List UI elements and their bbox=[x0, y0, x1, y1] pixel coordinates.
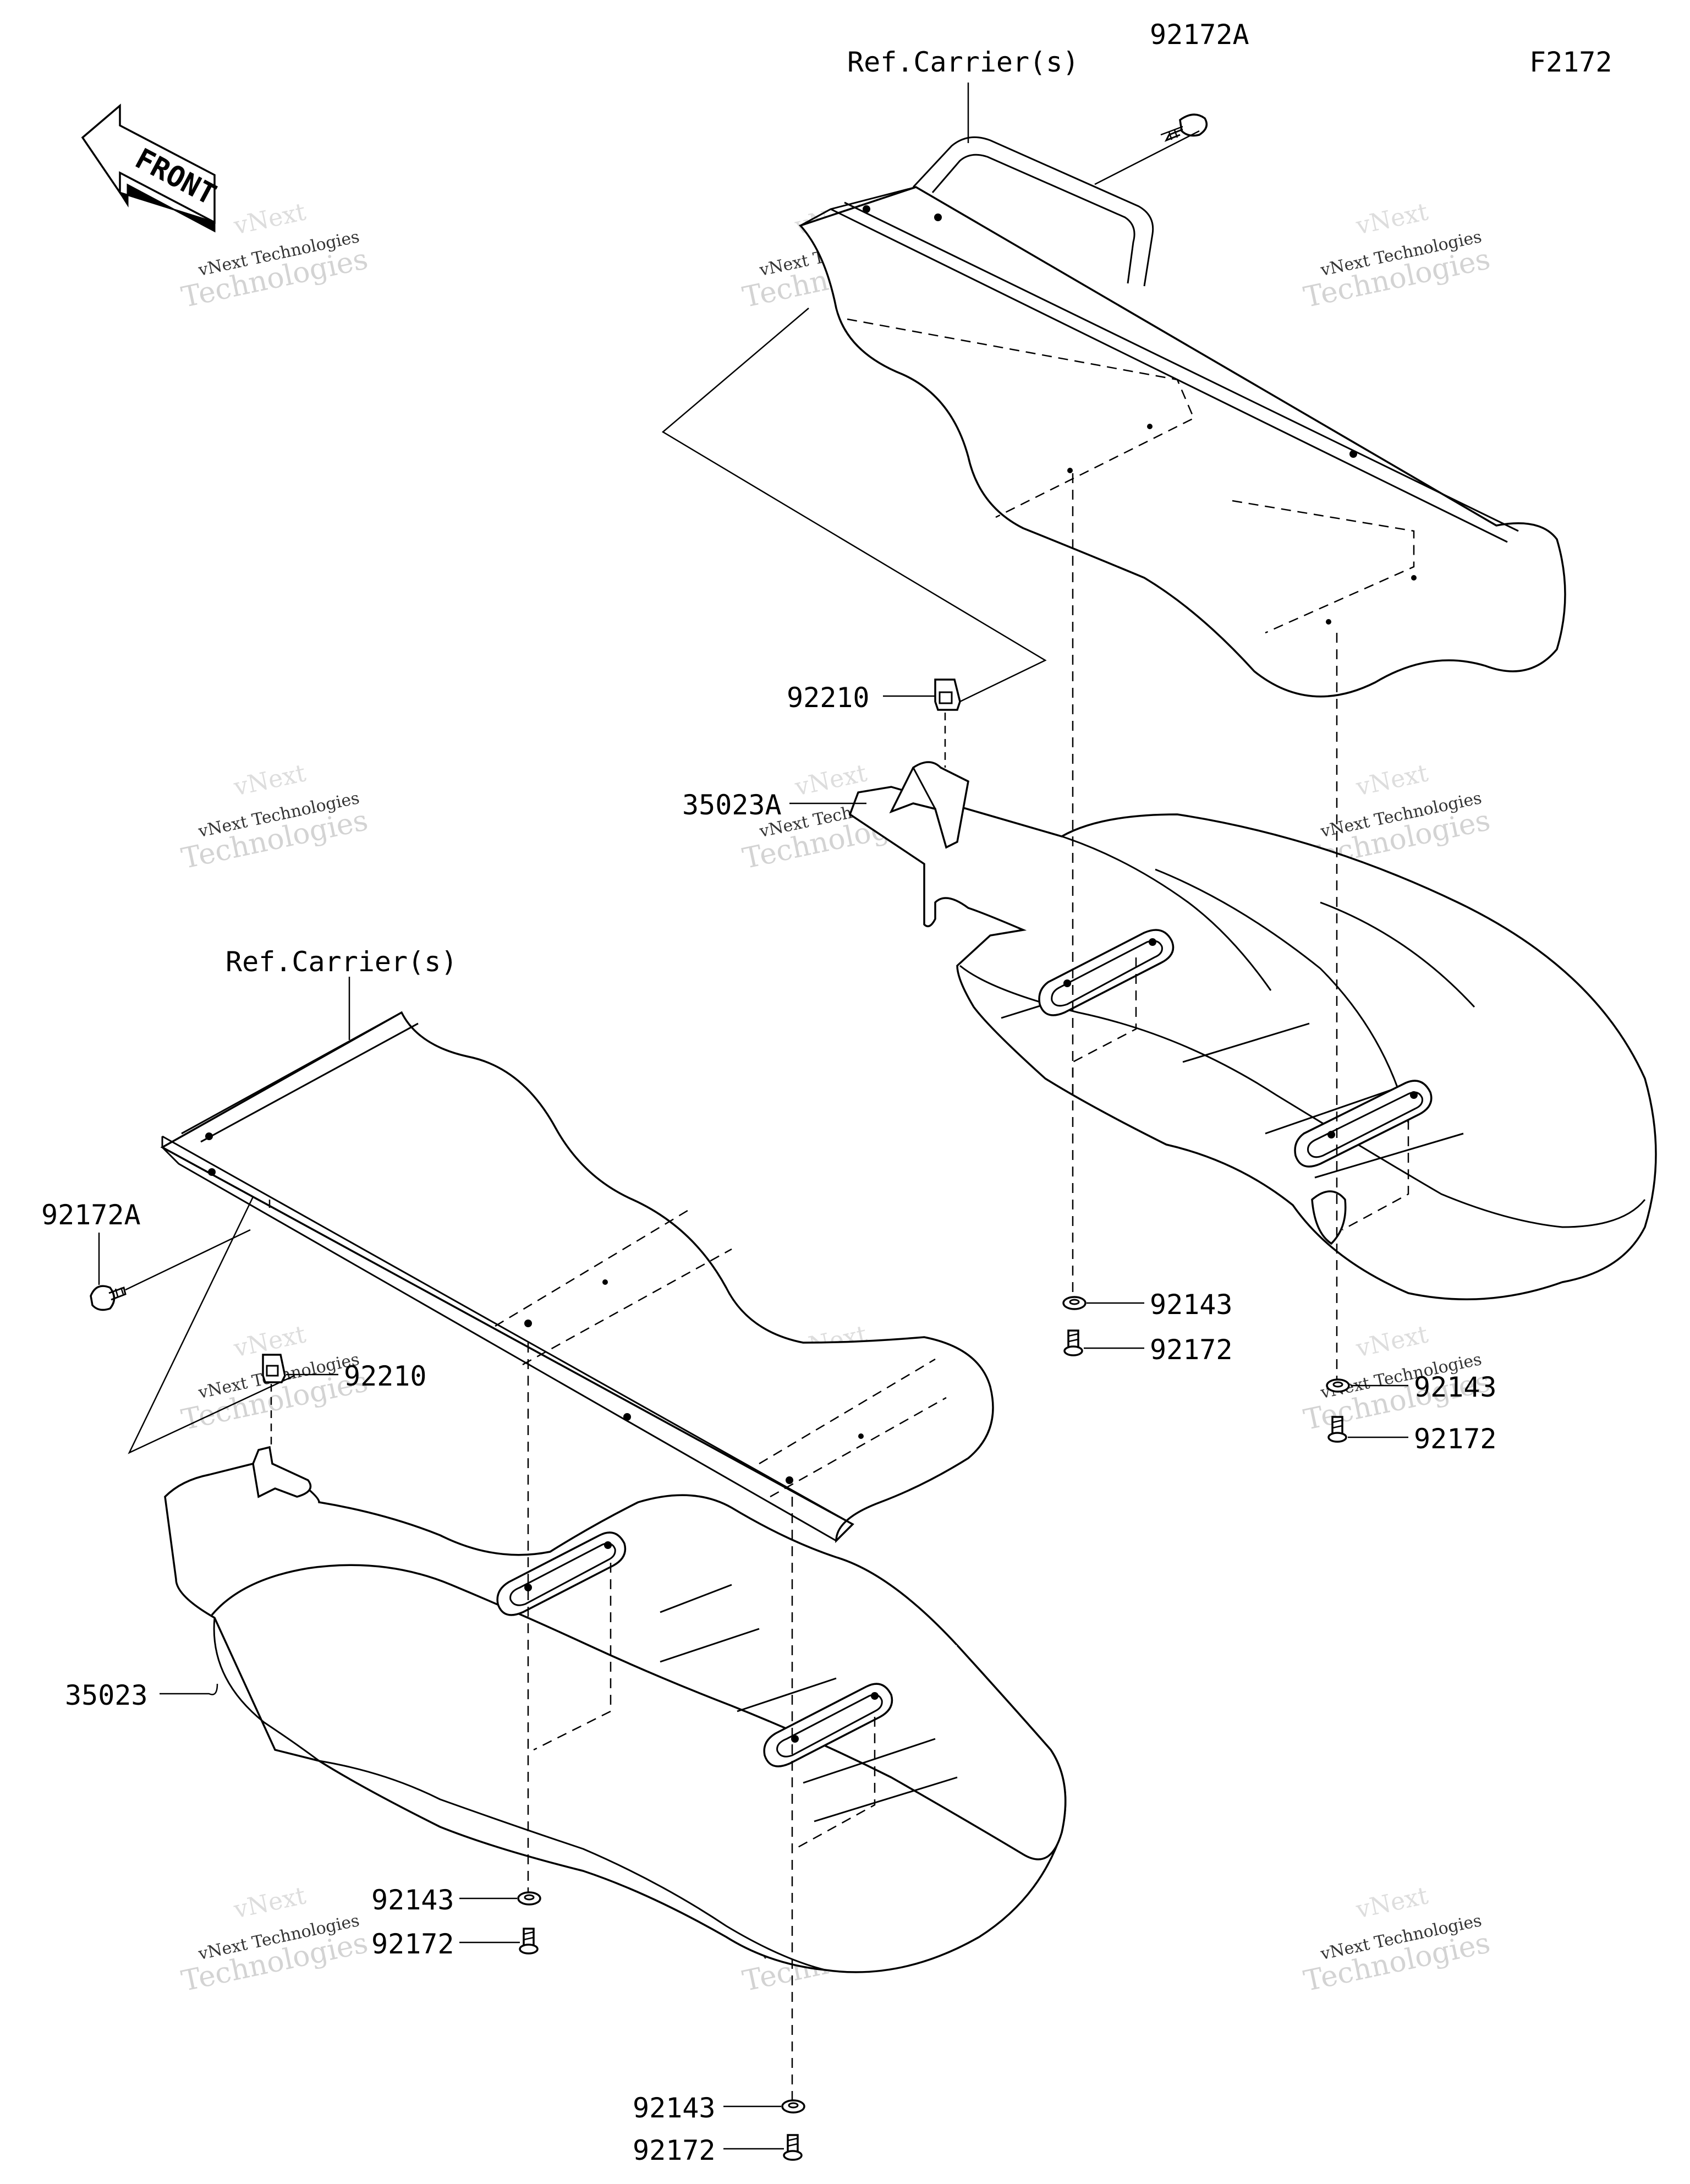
figure-code: F2172 bbox=[1529, 46, 1612, 78]
washer-92143-rear-right bbox=[1326, 1378, 1408, 1393]
callout-clip-92210-bottom: 92210 bbox=[344, 1360, 427, 1392]
screw-92172-rear-right bbox=[1327, 1416, 1408, 1443]
callout-fender-35023a: 35023A bbox=[682, 789, 782, 821]
watermark-brand: vNext bbox=[1353, 198, 1431, 240]
clip-92210-top bbox=[934, 678, 961, 768]
callout-washer-92143-rear-left: 92143 bbox=[1150, 1289, 1233, 1321]
watermark-brand: vNext bbox=[231, 1881, 309, 1924]
callout-ref-carrier-top: Ref.Carrier(s) bbox=[847, 46, 1079, 78]
screw-92172-front-right bbox=[723, 2134, 803, 2161]
washer-92143-front-left bbox=[459, 1891, 541, 1906]
washer-92143-front-right bbox=[723, 2099, 805, 2114]
callout-screw-92172-front-left: 92172 bbox=[371, 1928, 454, 1960]
callout-screw-92172-rear-right: 92172 bbox=[1414, 1423, 1497, 1455]
screw-92172-front-left bbox=[459, 1928, 539, 1955]
rear-carrier-sheet bbox=[798, 186, 1566, 698]
callout-washer-92143-rear-right: 92143 bbox=[1414, 1371, 1497, 1403]
watermark-brand: vNext bbox=[231, 198, 309, 240]
callout-fender-35023: 35023 bbox=[65, 1679, 148, 1711]
rear-fender-35023a bbox=[848, 761, 1657, 1300]
front-carrier-sheet bbox=[160, 1011, 994, 1543]
callout-washer-92143-front-left: 92143 bbox=[371, 1884, 454, 1916]
watermark-brand: vNext bbox=[231, 759, 309, 802]
watermark-brand: vNext bbox=[1353, 1881, 1431, 1924]
watermark-brand: vNext bbox=[1353, 1320, 1431, 1363]
front-carrier-assembly bbox=[128, 1011, 994, 1543]
watermark-brand: vNext bbox=[1353, 759, 1431, 802]
callout-ref-carrier-bottom: Ref.Carrier(s) bbox=[226, 946, 457, 978]
clip-92210-bottom bbox=[262, 1354, 338, 1447]
callout-bolt-92172a-top: 92172A bbox=[1150, 19, 1249, 51]
callout-clip-92210-top: 92210 bbox=[787, 682, 870, 714]
washer-92143-rear-left bbox=[1062, 1296, 1144, 1310]
callout-screw-92172-front-right: 92172 bbox=[633, 2134, 716, 2166]
screw-92172-rear-left bbox=[1063, 1329, 1144, 1356]
callout-washer-92143-front-right: 92143 bbox=[633, 2092, 716, 2124]
bolt-92172a-left bbox=[90, 1229, 251, 1311]
front-arrow-icon: FRONT bbox=[81, 103, 221, 233]
callout-screw-92172-rear-left: 92172 bbox=[1150, 1334, 1233, 1366]
callout-bolt-92172a-left: 92172A bbox=[41, 1199, 141, 1231]
rear-carrier-assembly bbox=[661, 136, 1566, 703]
bolt-92172a-top bbox=[1094, 113, 1208, 185]
front-fender-35023 bbox=[164, 1446, 1067, 1973]
